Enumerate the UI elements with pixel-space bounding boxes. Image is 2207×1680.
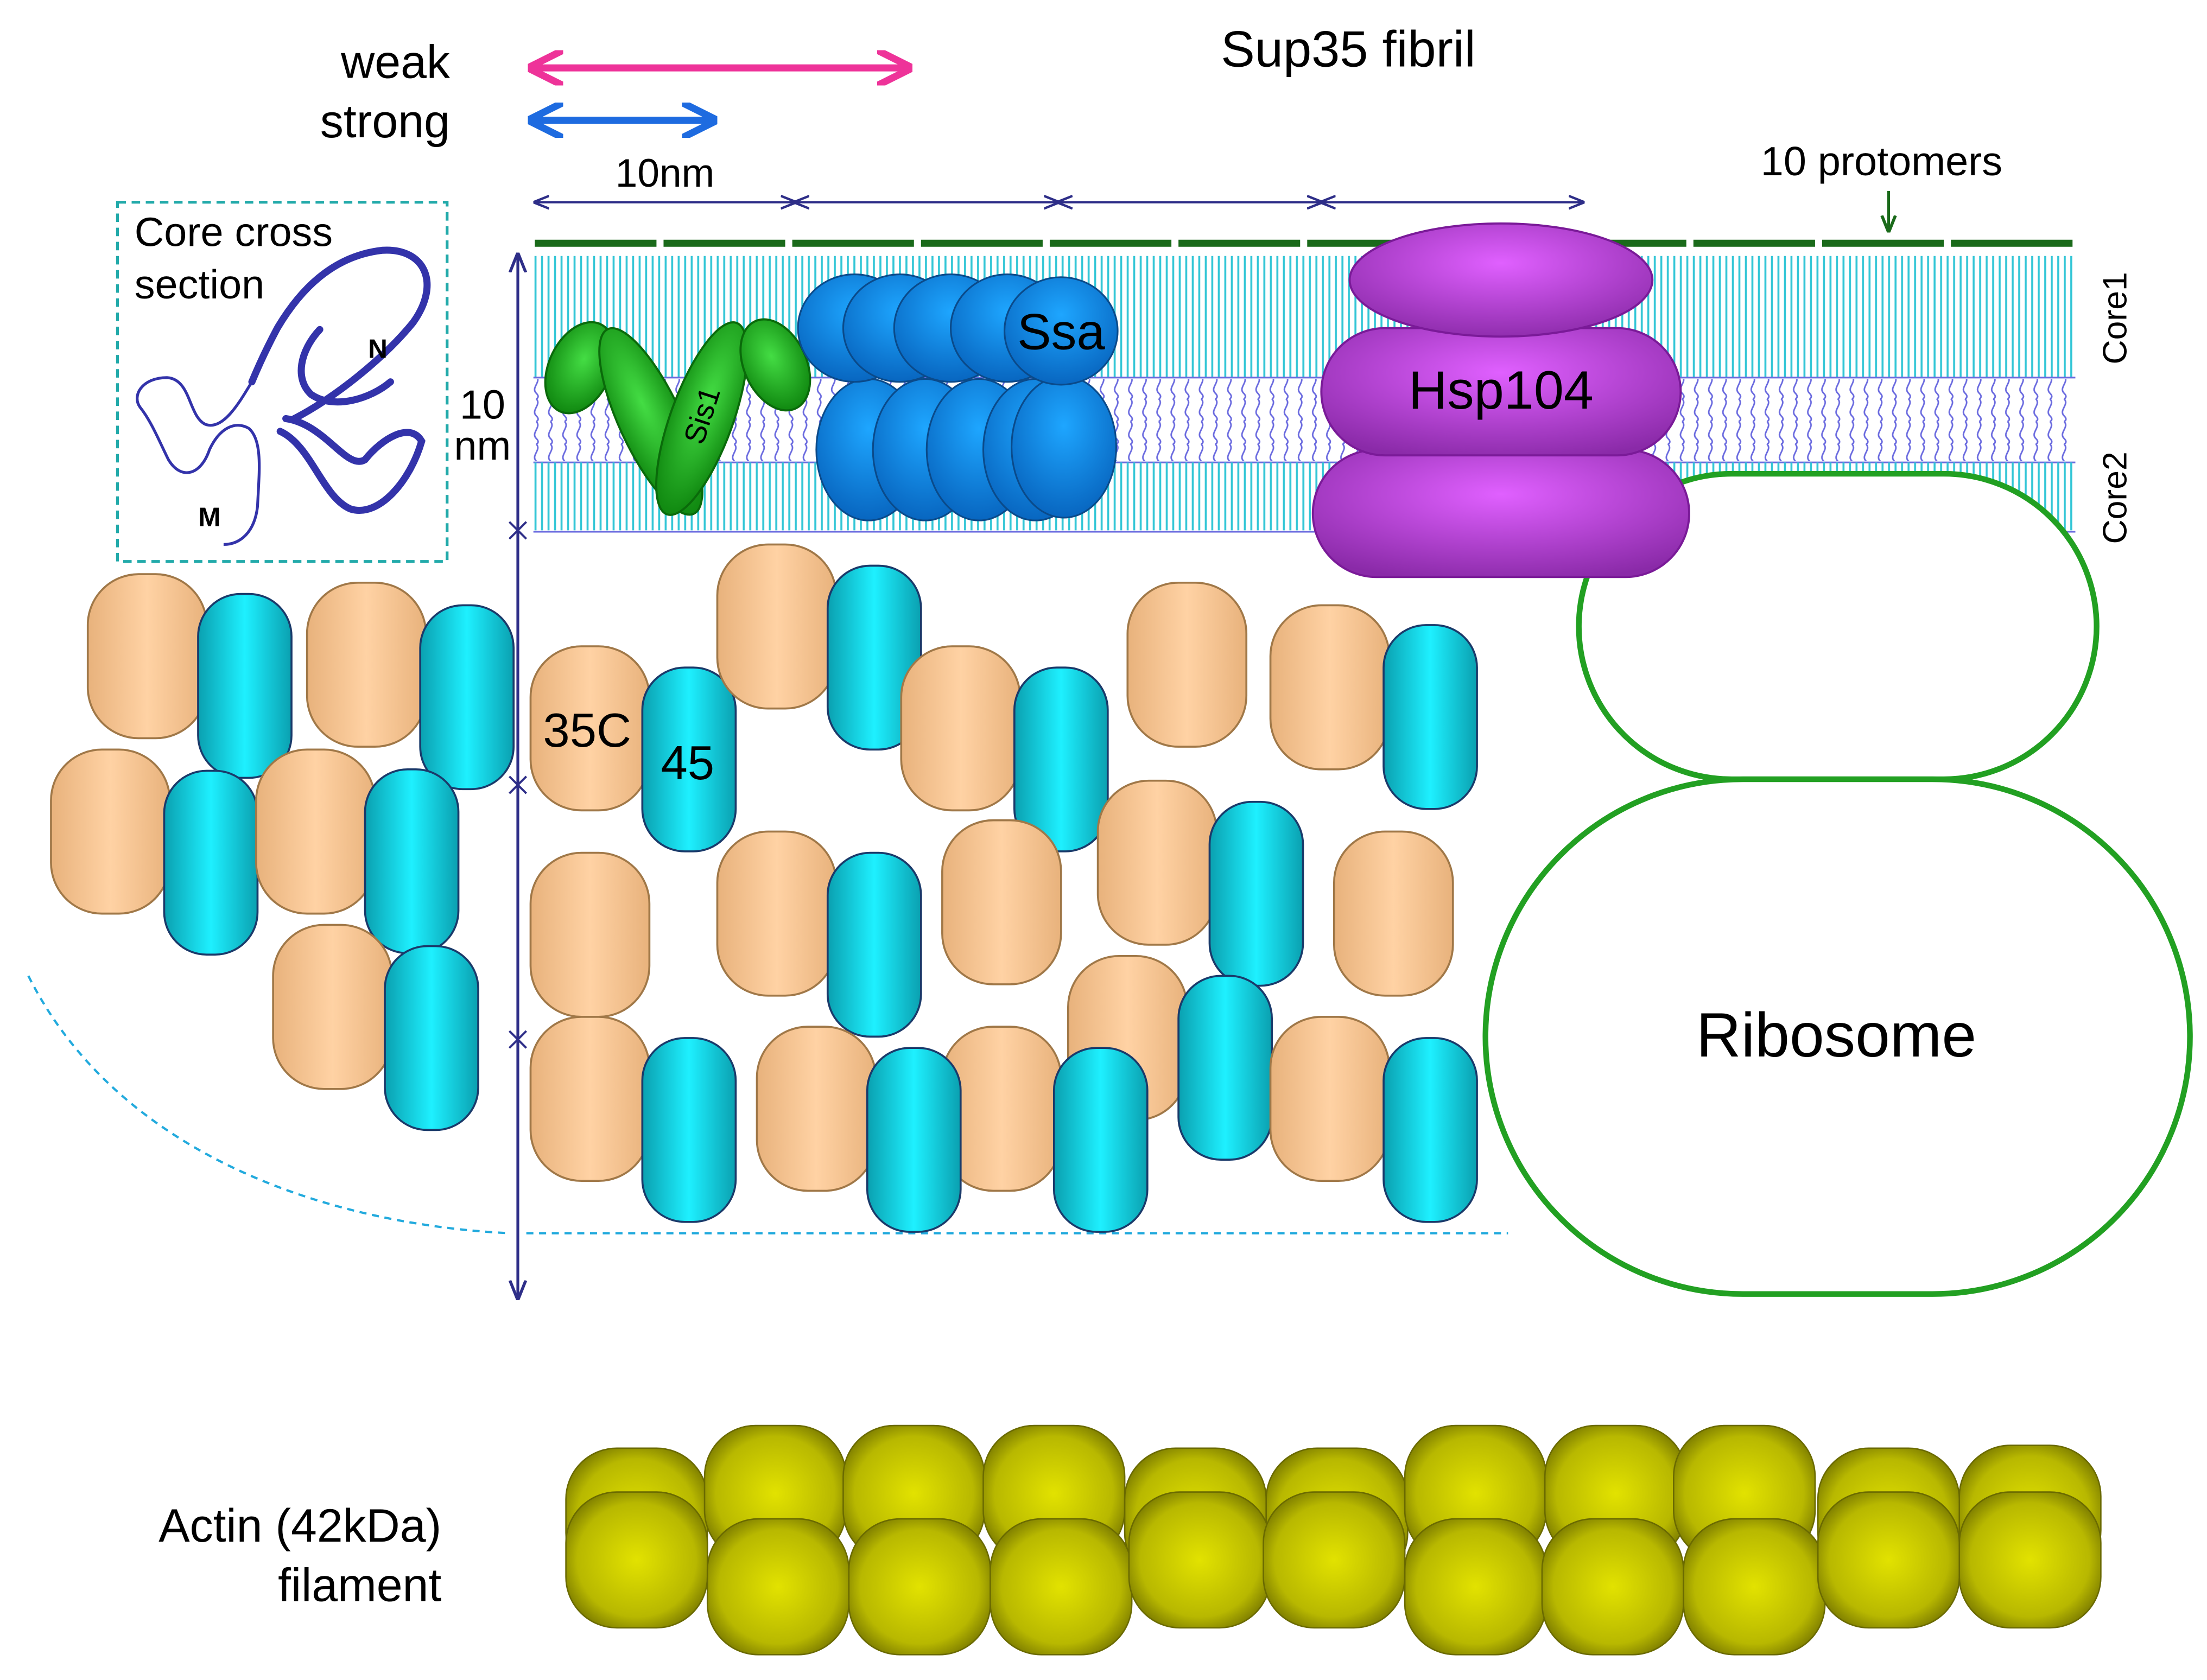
sis1-dimer: Sis1 xyxy=(544,318,811,516)
domain-45 xyxy=(641,666,737,852)
core-cross-section-inset: Core cross section N M xyxy=(116,201,449,563)
domain-35c xyxy=(306,581,427,748)
core2-label: Core2 xyxy=(2096,451,2134,544)
actin-subunit xyxy=(1404,1518,1548,1656)
domain-45 xyxy=(364,768,460,954)
ribosome-label: Ribosome xyxy=(1696,1001,1976,1070)
domain-45 xyxy=(419,604,515,791)
domain-35c xyxy=(900,645,1022,812)
actin-filament xyxy=(565,1424,2102,1656)
domain-35c xyxy=(941,819,1062,985)
inset-title-line1: Core cross xyxy=(135,209,333,255)
core-lower-curve xyxy=(276,415,426,514)
vertical-scale-tick xyxy=(508,783,528,794)
core1-label: Core1 xyxy=(2096,272,2134,364)
domain-35c xyxy=(1126,581,1248,748)
domain-35c xyxy=(1096,779,1218,946)
domain-35c xyxy=(1269,1016,1391,1182)
core-cross-section-curve xyxy=(248,246,431,422)
domain-35c xyxy=(716,543,838,710)
actin-subunit xyxy=(1683,1518,1826,1656)
vertical-scale-tick xyxy=(508,1038,528,1049)
actin-subunit xyxy=(706,1518,850,1656)
hsp104-top-ring xyxy=(1348,222,1654,338)
n-terminus-label: N xyxy=(368,334,388,364)
ssa-oligomer xyxy=(797,273,1119,521)
domain-45 xyxy=(826,851,922,1038)
domain-45 xyxy=(1177,975,1273,1161)
domain-35c xyxy=(86,573,208,740)
core-inner-curve xyxy=(297,326,394,406)
domain-35c xyxy=(529,1016,651,1182)
globular-region-boundary-arc xyxy=(27,975,510,1234)
actin-label-line2: filament xyxy=(278,1559,441,1611)
domain-45 xyxy=(197,593,293,779)
domain-45 xyxy=(163,769,259,956)
hsp104-hexamer: Hsp104 xyxy=(1311,222,1690,578)
domain-35c xyxy=(272,924,393,1090)
vertical-scale-tick xyxy=(508,529,528,540)
domain-35c xyxy=(255,748,376,915)
domain-35c xyxy=(756,1026,877,1192)
hsp104-bottom-ring xyxy=(1311,448,1690,578)
actin-subunit xyxy=(990,1518,1133,1656)
ssa-bottom-subunit xyxy=(1011,375,1118,519)
domain-45-label: 45 xyxy=(661,736,714,790)
weak-label: weak xyxy=(340,36,451,88)
domain-45 xyxy=(1208,800,1304,987)
vertical-scale-label-unit: nm xyxy=(454,423,511,469)
ribosome: Ribosome xyxy=(1482,470,2193,1297)
domain-35c xyxy=(529,851,651,1018)
vertical-scale-label-number: 10 xyxy=(460,382,505,428)
actin-subunit xyxy=(1541,1518,1684,1656)
globular-domain-layer xyxy=(50,543,1478,1233)
diagram-title: Sup35 fibril xyxy=(1221,20,1475,77)
ssa-label: Ssa xyxy=(1017,303,1105,360)
actin-subunit xyxy=(848,1518,991,1656)
vertical-scale-bar xyxy=(509,254,526,1298)
sis1-right-arm xyxy=(655,321,749,516)
strong-label: strong xyxy=(320,96,450,148)
actin-subunit xyxy=(565,1491,708,1629)
hsp104-label: Hsp104 xyxy=(1409,360,1594,420)
domain-45 xyxy=(866,1047,962,1233)
domain-45 xyxy=(1382,1037,1478,1223)
domain-45 xyxy=(1052,1047,1149,1233)
protomers-label: 10 protomers xyxy=(1761,139,2002,184)
domain-45 xyxy=(1382,624,1478,810)
actin-subunit xyxy=(1128,1491,1271,1629)
actin-subunit xyxy=(1263,1491,1406,1629)
domain-35c-label: 35C xyxy=(543,703,631,757)
domain-45 xyxy=(1013,666,1109,852)
m-domain-label: M xyxy=(198,502,220,532)
domain-45 xyxy=(384,945,479,1131)
domain-35c xyxy=(1333,830,1454,997)
inset-title-line2: section xyxy=(135,262,264,308)
domain-35c xyxy=(716,830,838,997)
domain-35c xyxy=(50,748,171,915)
domain-35c xyxy=(1269,604,1391,771)
actin-label-line1: Actin (42kDa) xyxy=(158,1500,441,1552)
domain-45 xyxy=(641,1037,737,1223)
ribosome-large-subunit xyxy=(1482,776,2193,1297)
actin-subunit xyxy=(1817,1491,1961,1629)
ssa-top-subunit xyxy=(1003,276,1119,386)
horizontal-scale-label: 10nm xyxy=(616,151,715,195)
actin-subunit xyxy=(1958,1491,2102,1629)
middle-domain-thread xyxy=(136,376,261,546)
